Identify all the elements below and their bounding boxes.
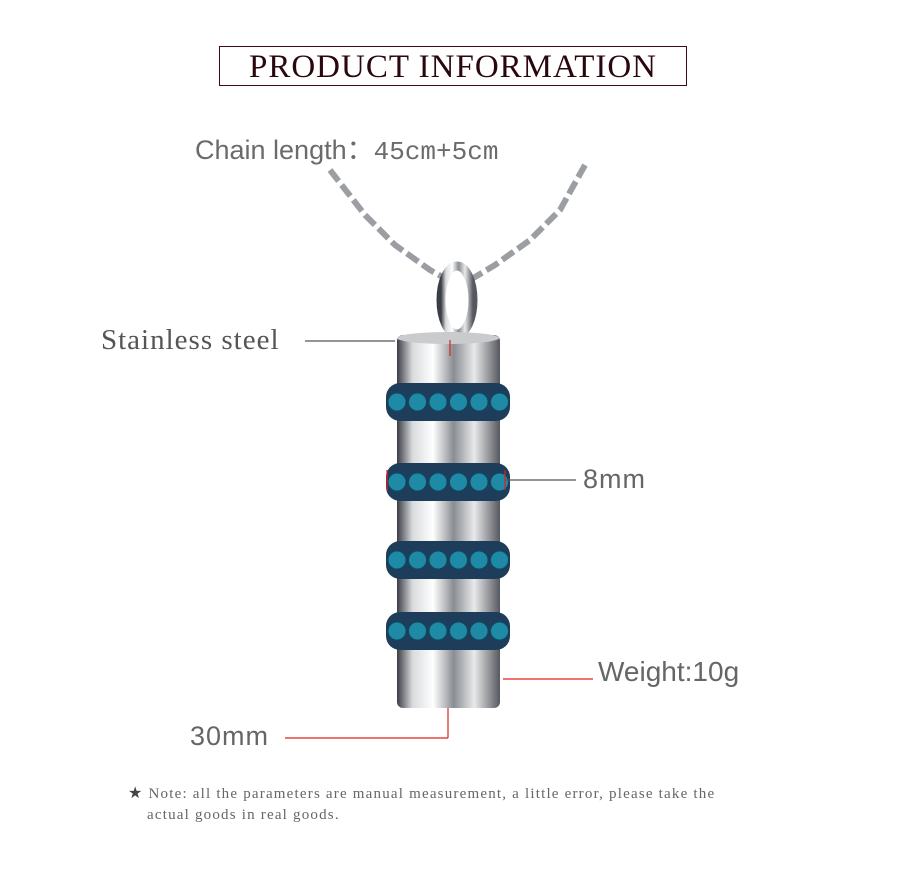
crystal-stone [408,621,427,641]
crystal-stone [449,621,468,641]
length-label: 30mm [190,721,270,751]
crystal-stone [469,472,489,492]
chain-length-label: Chain length： [195,135,374,165]
crystal-stone [428,621,448,641]
chain-length-spec: Chain length：45cm+5cm [195,128,498,167]
crystal-stone [428,550,448,570]
crystal-stone [449,392,468,412]
note-line-2: actual goods in real goods. [147,807,340,823]
crystal-bands [386,383,510,650]
crystal-stone [387,550,407,570]
crystal-stone [490,392,509,412]
material-label: Stainless steel [101,324,280,356]
crystal-stone [387,472,407,492]
crystal-stone [408,472,427,492]
crystal-stone [469,550,489,570]
crystal-stone [469,621,489,641]
weight-label: Weight:10g [598,656,740,687]
crystal-stone [449,550,468,570]
crystal-stone [428,472,448,492]
crystal-stone [490,550,509,570]
crystal-stone [428,392,448,412]
star-icon: ★ [128,785,144,802]
chain-length-value: 45cm+5cm [373,137,499,167]
crystal-stone [490,472,509,492]
chain [327,163,588,283]
crystal-stone [408,392,427,412]
crystal-stone [449,472,468,492]
page-title: PRODUCT INFORMATION [219,46,687,86]
crystal-stone [387,621,407,641]
crystal-stone [387,392,407,412]
bail-ring [436,261,478,339]
measurement-lines [285,340,593,739]
diameter-label: 8mm [583,464,646,494]
crystal-stone [408,550,427,570]
note-line-1: Note: all the parameters are manual meas… [148,786,716,802]
note: ★ Note: all the parameters are manual me… [128,783,788,826]
crystal-stone [490,621,509,641]
crystal-stone [469,392,489,412]
